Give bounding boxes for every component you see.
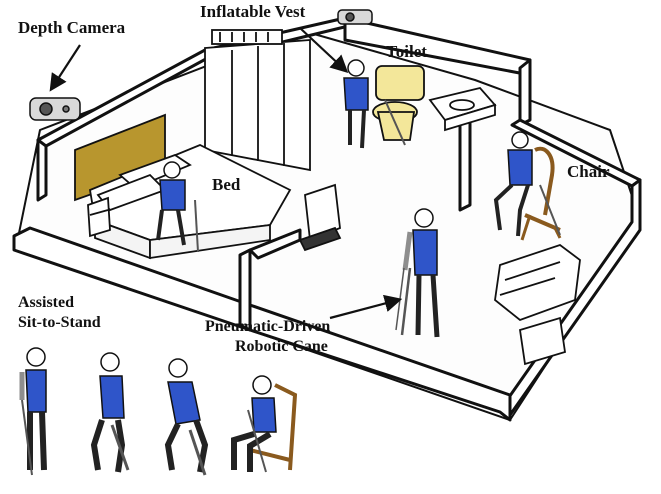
sequence-figure-1 bbox=[22, 348, 46, 475]
label-toilet: Toilet bbox=[386, 42, 427, 62]
label-assisted: Assisted bbox=[18, 294, 74, 312]
label-depth-camera: Depth Camera bbox=[18, 18, 125, 38]
sequence-figure-3 bbox=[168, 359, 205, 475]
arrow-depth-camera bbox=[52, 45, 80, 88]
label-robotic-cane: Robotic Cane bbox=[235, 338, 328, 356]
depth-camera-left bbox=[30, 98, 80, 120]
sequence-figure-2 bbox=[94, 353, 128, 472]
closet bbox=[205, 30, 310, 170]
label-sit-to-stand: Sit-to-Stand bbox=[18, 314, 101, 332]
label-pneumatic-driven: Pneumatic-Driven bbox=[205, 318, 330, 336]
label-inflatable-vest: Inflatable Vest bbox=[200, 2, 305, 22]
sequence-figure-4 bbox=[234, 376, 295, 472]
label-bed: Bed bbox=[212, 175, 240, 195]
label-chair: Chair bbox=[567, 162, 610, 182]
depth-camera-right bbox=[338, 10, 372, 24]
